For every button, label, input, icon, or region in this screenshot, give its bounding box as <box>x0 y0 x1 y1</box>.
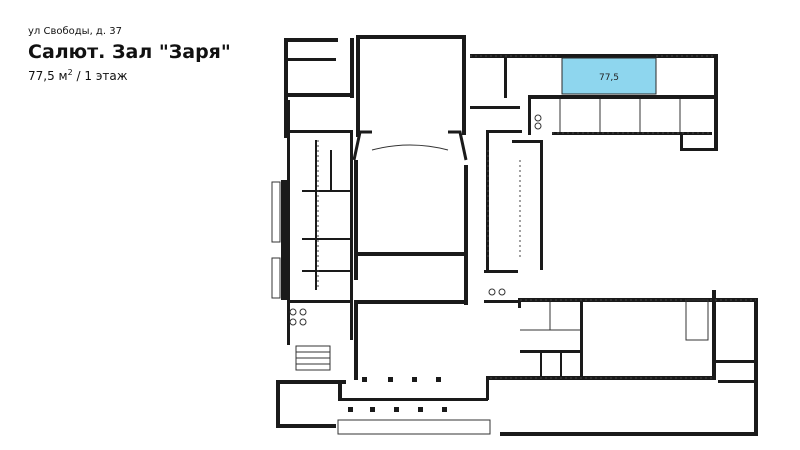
area-unit-sup: 2 <box>67 68 73 77</box>
sanitary-fixtures <box>289 114 542 326</box>
wall <box>540 140 543 270</box>
wall <box>276 380 346 384</box>
wall <box>284 38 288 138</box>
fixture <box>289 318 297 326</box>
wall <box>354 252 466 256</box>
wall <box>302 238 350 240</box>
column <box>412 377 417 382</box>
wall <box>484 300 518 303</box>
wall <box>354 300 358 380</box>
wall <box>500 432 758 436</box>
wall <box>518 298 521 308</box>
staircase <box>295 345 331 371</box>
wall <box>716 360 754 363</box>
wall <box>350 38 354 98</box>
wall <box>287 130 353 133</box>
wall <box>470 106 520 109</box>
floor-plan-walls <box>276 35 758 436</box>
wall <box>284 38 338 42</box>
stage-arc <box>371 144 449 151</box>
wall <box>338 384 342 398</box>
wall <box>560 350 562 378</box>
fixture <box>289 308 297 316</box>
wall <box>464 165 468 305</box>
wall <box>518 298 758 302</box>
wall <box>512 140 542 143</box>
wall <box>281 180 290 300</box>
wall <box>276 424 336 428</box>
wall <box>714 54 718 150</box>
area-floor: 77,5 м2 / 1 этаж <box>28 65 231 84</box>
wall <box>754 300 758 436</box>
column <box>370 407 375 412</box>
wall <box>718 380 754 383</box>
wall <box>680 148 718 151</box>
column <box>388 377 393 382</box>
column <box>348 407 353 412</box>
wall <box>540 350 542 378</box>
fixture <box>299 318 307 326</box>
column <box>362 377 367 382</box>
wall <box>356 35 360 137</box>
fixture <box>488 288 496 296</box>
stairs-outline <box>685 299 709 341</box>
wall <box>354 160 358 280</box>
wall <box>286 58 336 61</box>
wall <box>528 95 716 99</box>
wall <box>284 93 354 97</box>
address: ул Свободы, д. 37 <box>28 26 122 37</box>
wall <box>504 58 507 98</box>
wall <box>680 135 683 150</box>
column <box>394 407 399 412</box>
selected-room-area[interactable] <box>561 57 657 95</box>
wall <box>287 300 290 345</box>
venue-title: Салют. Зал "Заря" <box>28 41 231 63</box>
fixture <box>299 308 307 316</box>
wall <box>338 398 488 401</box>
wall <box>520 350 580 353</box>
area-value: 77,5 м <box>28 69 68 83</box>
wall <box>470 54 718 58</box>
wall <box>315 140 317 290</box>
wall <box>580 302 583 380</box>
staircase <box>271 181 709 435</box>
wall <box>486 380 489 400</box>
stairs-outline <box>271 257 281 299</box>
wall <box>484 270 518 273</box>
wall <box>287 300 353 303</box>
wall <box>330 150 332 190</box>
wall <box>486 130 522 133</box>
wall <box>276 380 280 428</box>
column <box>442 407 447 412</box>
wall <box>356 35 466 39</box>
wall <box>287 100 290 180</box>
floor-plan-details <box>271 55 756 435</box>
selected-room-label: 77,5 <box>599 73 619 83</box>
selected-room-zarya[interactable]: 77,5 <box>561 57 657 95</box>
column <box>418 407 423 412</box>
stairs-outline <box>337 419 491 435</box>
listing-info: ул Свободы, д. 37 Салют. Зал "Заря" 77,5… <box>28 26 231 84</box>
fixture <box>534 114 542 122</box>
floor-value: / 1 этаж <box>76 69 128 83</box>
wall <box>302 270 350 272</box>
wall <box>350 130 353 340</box>
stairs-outline <box>271 181 281 243</box>
entrance-wedge <box>352 130 372 161</box>
wall <box>462 35 466 135</box>
wall <box>354 300 466 304</box>
fixture <box>534 122 542 130</box>
entrance-wedge <box>448 130 468 161</box>
wall <box>302 190 350 192</box>
column <box>436 377 441 382</box>
wall <box>528 95 531 135</box>
fixture <box>498 288 506 296</box>
wall <box>712 290 716 380</box>
